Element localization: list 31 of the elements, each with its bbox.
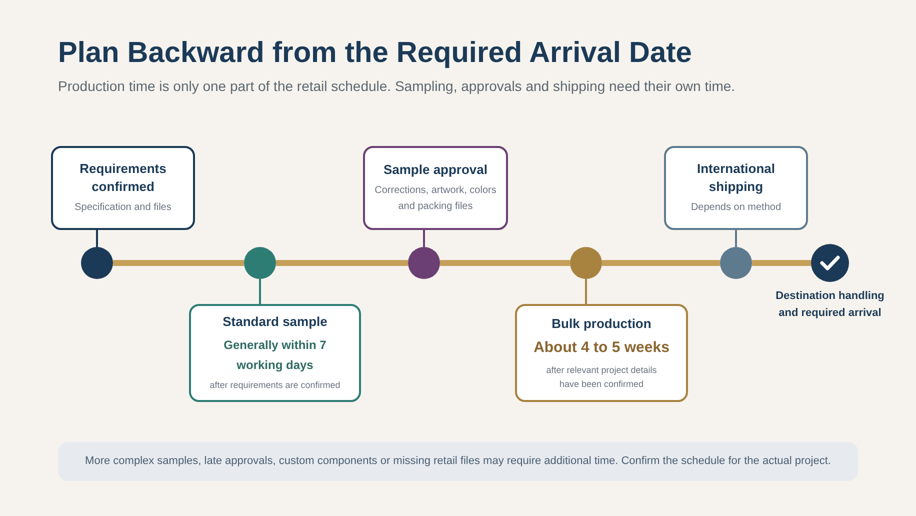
milestone-title: Sample approval bbox=[383, 161, 488, 179]
milestone-title: Bulk production bbox=[552, 314, 652, 333]
timeline-segment bbox=[113, 260, 244, 266]
note-text: More complex samples, late approvals, custom components or missing retail files may require additional time. Confirm the schedule for the actual project. bbox=[85, 454, 831, 470]
connector-line bbox=[96, 230, 98, 247]
connector-line bbox=[735, 230, 737, 247]
milestone-card bbox=[515, 304, 688, 402]
connector-line bbox=[259, 279, 261, 304]
title: Plan Backward from the Required Arrival Date bbox=[58, 36, 692, 71]
connector-line bbox=[585, 279, 587, 304]
milestone-description: Specification and files bbox=[74, 201, 172, 215]
timeline-segment bbox=[276, 260, 408, 266]
milestone-description: Corrections, artwork, colors and packing files bbox=[374, 184, 498, 214]
milestone-title: Requirements confirmed bbox=[78, 160, 168, 196]
timeline-segment bbox=[752, 260, 811, 266]
milestone-card bbox=[51, 146, 195, 230]
milestone-title: Standard sample bbox=[222, 313, 328, 332]
milestone-description: Depends on method bbox=[690, 201, 782, 215]
duration-text: About 4 to 5 weeks bbox=[534, 338, 670, 358]
connector-line bbox=[423, 230, 425, 247]
milestone-card bbox=[363, 146, 508, 230]
milestone-card bbox=[189, 304, 361, 402]
timeline-segment bbox=[602, 260, 720, 266]
milestone-card bbox=[664, 146, 808, 230]
duration-text: Generally within 7 working days bbox=[222, 337, 328, 374]
timeline-segment bbox=[440, 260, 570, 266]
subtitle: Production time is only one part of the retail schedule. Sampling, approvals and shipping need their own time. bbox=[58, 77, 736, 96]
milestone-label: Destination handling and required arrival bbox=[774, 289, 886, 321]
milestone-title: International shipping bbox=[696, 160, 776, 196]
milestone-description: after requirements are confirmed bbox=[210, 379, 340, 392]
milestone-description: after relevant project details have been confirmed bbox=[545, 364, 658, 392]
